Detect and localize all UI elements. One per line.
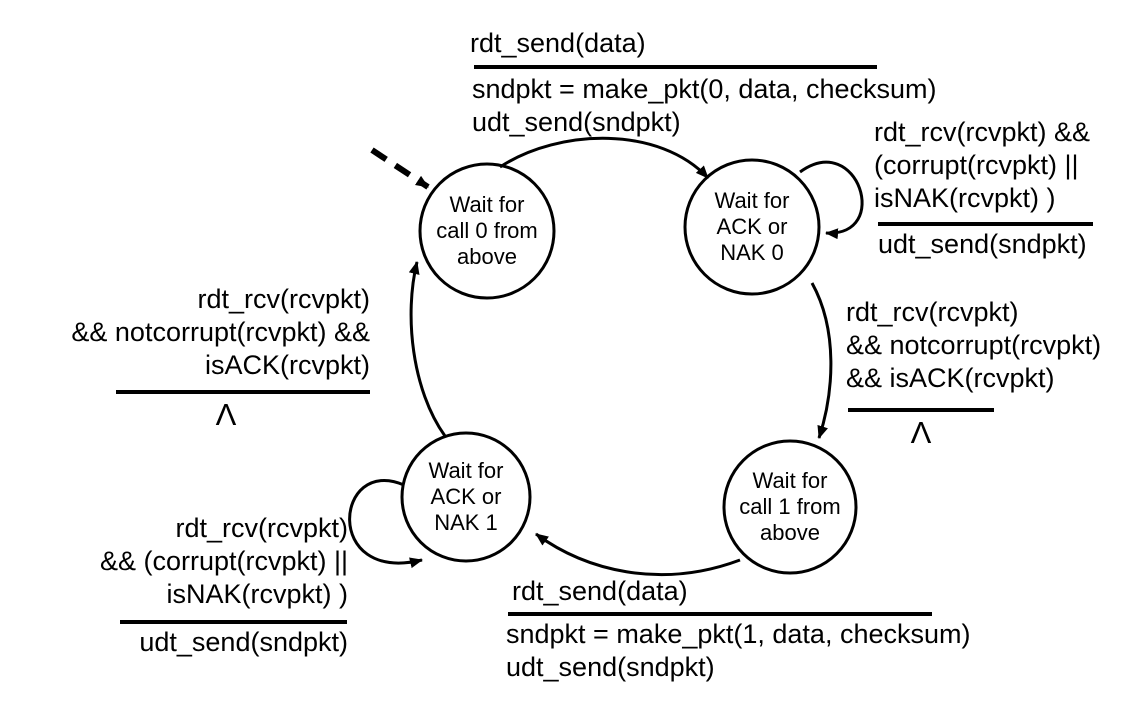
transition-rule-top: [474, 65, 877, 69]
event-line: rdt_rcv(rcvpkt) &&: [874, 117, 1091, 147]
event-line: (corrupt(rcvpkt) ||: [874, 150, 1079, 180]
transition-arrow-bottom: [535, 532, 741, 577]
event-line: && notcorrupt(rcvpkt): [846, 330, 1102, 360]
event-line: && notcorrupt(rcvpkt) &&: [71, 317, 370, 347]
event-line: rdt_rcv(rcvpkt): [175, 513, 348, 543]
transition-label-bottom-left-loop-action: udt_send(sndpkt): [139, 627, 348, 657]
transition-rule-bottom-left-loop: [120, 620, 347, 624]
event-line: isACK(rcvpkt): [204, 350, 370, 380]
event-line: rdt_rcv(rcvpkt): [846, 297, 1019, 327]
state-label-line: Wait for: [752, 468, 828, 493]
state-circle-wait-call-0: [418, 162, 556, 300]
state-label-line: ACK or: [430, 484, 502, 509]
event-line: && isACK(rcvpkt): [846, 363, 1055, 393]
state-label-line: call 1 from: [739, 494, 841, 519]
state-label-line: Wait for: [428, 458, 504, 483]
state-label-line: Wait for: [714, 188, 790, 213]
state-label-line: above: [760, 520, 820, 545]
event-line: rdt_rcv(rcvpkt): [197, 284, 370, 314]
event-line: isNAK(rcvpkt) ): [874, 183, 1056, 213]
transition-label-top-right-loop-action: udt_send(sndpkt): [878, 229, 1087, 259]
transition-label-right-event: rdt_rcv(rcvpkt) && notcorrupt(rcvpkt) &&…: [846, 296, 1101, 395]
transition-rule-right: [848, 408, 994, 412]
state-label-wait-call-1: Wait for call 1 from above: [690, 468, 890, 546]
transition-label-bottom-actions: sndpkt = make_pkt(1, data, checksum) udt…: [506, 618, 970, 684]
transition-arrow-top: [499, 136, 710, 180]
action-line: sndpkt = make_pkt(1, data, checksum): [506, 619, 971, 649]
state-label-line: above: [457, 244, 517, 269]
transition-arrow-right: [810, 282, 833, 439]
action-line: udt_send(sndpkt): [472, 107, 681, 137]
transition-label-left-action: Λ: [215, 397, 237, 432]
state-label-line: Wait for: [449, 192, 525, 217]
event-line: && (corrupt(rcvpkt) ||: [99, 546, 348, 576]
state-circle-wait-call-1: [722, 439, 858, 575]
state-label-wait-ack-nak-1: Wait for ACK or NAK 1: [366, 458, 566, 536]
state-label-line: call 0 from: [436, 218, 538, 243]
transition-arrow-left: [408, 261, 447, 437]
action-line: udt_send(sndpkt): [506, 652, 715, 682]
event-line: isNAK(rcvpkt) ): [166, 579, 349, 609]
state-circle-wait-ack-nak-1: [400, 431, 532, 563]
state-circle-wait-ack-nak-0: [683, 158, 821, 296]
action-line: sndpkt = make_pkt(0, data, checksum): [472, 74, 937, 104]
initial-state-arrow: [370, 147, 430, 190]
transition-label-top-event: rdt_send(data): [470, 28, 646, 58]
transition-label-right-action: Λ: [910, 415, 932, 450]
state-label-line: ACK or: [716, 214, 788, 239]
transition-label-left-event: rdt_rcv(rcvpkt) && notcorrupt(rcvpkt) &&…: [38, 283, 370, 382]
self-loop-arrow-ack-nak-1: [348, 478, 423, 569]
transition-rule-bottom: [508, 612, 932, 616]
transition-label-bottom-event: rdt_send(data): [512, 576, 688, 606]
state-label-wait-call-0: Wait for call 0 from above: [387, 192, 587, 270]
state-label-line: NAK 0: [720, 240, 784, 265]
self-loop-arrow-ack-nak-0: [799, 160, 864, 240]
transition-label-top-actions: sndpkt = make_pkt(0, data, checksum) udt…: [472, 73, 936, 139]
transition-rule-left: [116, 390, 370, 394]
state-label-line: NAK 1: [434, 510, 498, 535]
transition-label-bottom-left-loop-event: rdt_rcv(rcvpkt) && (corrupt(rcvpkt) || i…: [58, 512, 348, 611]
state-label-wait-ack-nak-0: Wait for ACK or NAK 0: [652, 188, 852, 266]
transition-rule-top-right-loop: [878, 222, 1093, 226]
transition-label-top-right-loop-event: rdt_rcv(rcvpkt) && (corrupt(rcvpkt) || i…: [874, 116, 1090, 215]
